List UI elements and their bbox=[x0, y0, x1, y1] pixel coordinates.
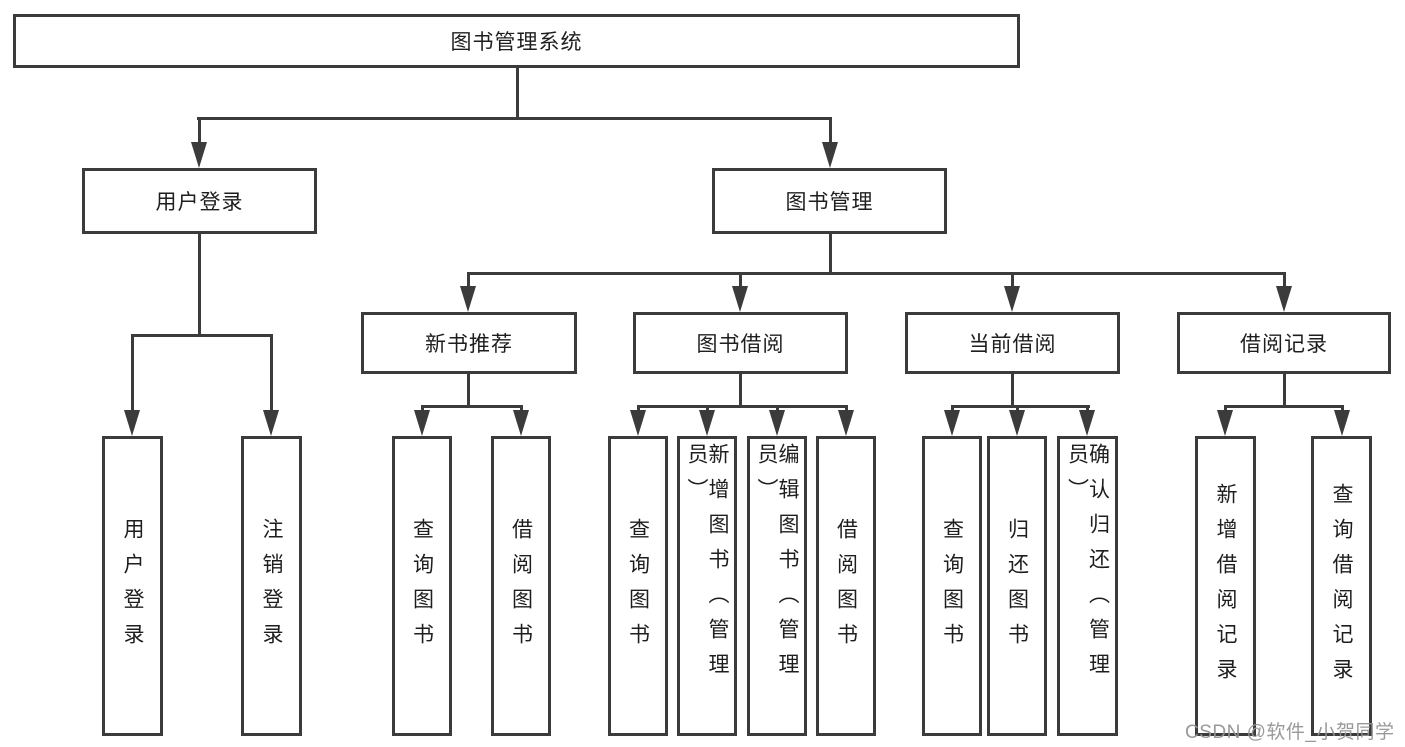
arrowhead-bb-leaf-2 bbox=[699, 410, 715, 436]
connector-drop-br-leaf-2 bbox=[1341, 405, 1344, 414]
connector-drop-book-borrowing bbox=[739, 272, 742, 288]
connector-current-borrowing-stem bbox=[1011, 374, 1014, 408]
node-root-label: 图书管理系统 bbox=[450, 31, 583, 54]
node-book-borrowing: 图书借阅 bbox=[633, 312, 848, 374]
node-new-book-recommend-label: 新书推荐 bbox=[425, 333, 513, 356]
leaf-user-login-label: 用户登录 bbox=[121, 518, 144, 658]
arrowhead-nb-leaf-2 bbox=[513, 410, 529, 436]
connector-drop-borrowing-records bbox=[1283, 272, 1286, 288]
leaf-cb-query-books-label: 查询图书 bbox=[940, 518, 964, 658]
leaf-bb-query-books: 查询图书 bbox=[608, 436, 668, 736]
arrowhead-nb-leaf-1 bbox=[414, 410, 430, 436]
leaf-bb-query-books-label: 查询图书 bbox=[626, 518, 650, 658]
connector-drop-book-management bbox=[829, 117, 832, 148]
leaf-nb-query-books-label: 查询图书 bbox=[410, 518, 434, 658]
connector-borrowing-records-stem bbox=[1283, 374, 1286, 408]
leaf-nb-query-books: 查询图书 bbox=[392, 436, 452, 736]
arrowhead-book-management bbox=[822, 142, 838, 168]
leaf-bb-add-books-admin: 新增图书（管理员） bbox=[677, 436, 737, 736]
node-book-management: 图书管理 bbox=[712, 168, 947, 234]
csdn-watermark: CSDN @软件_小贺同学 bbox=[1185, 722, 1395, 743]
arrowhead-cb-leaf-1 bbox=[944, 410, 960, 436]
leaf-br-query-record-label: 查询借阅记录 bbox=[1330, 483, 1353, 693]
leaf-bb-edit-books-admin-label: 编辑图书（管理员） bbox=[755, 443, 799, 688]
node-user-login-label: 用户登录 bbox=[155, 191, 244, 214]
leaf-cb-confirm-return-admin-label: 确认归还（管理员） bbox=[1065, 443, 1110, 688]
arrowhead-user-login bbox=[191, 142, 207, 168]
node-new-book-recommend: 新书推荐 bbox=[361, 312, 577, 374]
connector-drop-current-borrowing bbox=[1011, 272, 1014, 288]
arrowhead-br-leaf-2 bbox=[1334, 410, 1350, 436]
leaf-bb-edit-books-admin: 编辑图书（管理员） bbox=[747, 436, 807, 736]
arrowhead-cb-leaf-2 bbox=[1009, 410, 1025, 436]
node-root: 图书管理系统 bbox=[13, 14, 1020, 68]
connector-drop-user-login bbox=[198, 117, 201, 148]
leaf-br-add-record: 新增借阅记录 bbox=[1195, 436, 1256, 736]
leaf-br-query-record: 查询借阅记录 bbox=[1311, 436, 1372, 736]
node-borrowing-records: 借阅记录 bbox=[1177, 312, 1391, 374]
leaf-user-login: 用户登录 bbox=[102, 436, 163, 736]
connector-drop-bb-leaf-4 bbox=[845, 405, 848, 414]
connector-new-book-stem bbox=[467, 374, 470, 408]
connector-root-stem bbox=[516, 68, 519, 119]
connector-user-login-stem bbox=[198, 234, 201, 337]
arrowhead-current-borrowing bbox=[1004, 286, 1020, 312]
connector-current-borrowing-rail bbox=[951, 405, 1090, 408]
connector-drop-leaf-logout bbox=[270, 334, 273, 412]
connector-drop-nb-leaf-2 bbox=[520, 405, 523, 414]
arrowhead-new-book bbox=[460, 286, 476, 312]
leaf-br-add-record-label: 新增借阅记录 bbox=[1214, 483, 1237, 693]
connector-book-management-stem bbox=[829, 234, 832, 275]
node-borrowing-records-label: 借阅记录 bbox=[1240, 333, 1328, 356]
leaf-logout-label: 注销登录 bbox=[260, 518, 283, 658]
connector-drop-cb-leaf-2 bbox=[1016, 405, 1019, 414]
connector-drop-leaf-login bbox=[131, 334, 134, 412]
arrowhead-bb-leaf-4 bbox=[838, 410, 854, 436]
arrowhead-bb-leaf-3 bbox=[769, 410, 785, 436]
connector-new-book-rail bbox=[421, 405, 523, 408]
arrowhead-cb-leaf-3 bbox=[1079, 410, 1095, 436]
leaf-nb-borrow-books-label: 借阅图书 bbox=[509, 518, 533, 658]
leaf-cb-return-books-label: 归还图书 bbox=[1005, 518, 1029, 658]
connector-book-borrowing-rail bbox=[637, 405, 848, 408]
leaf-cb-return-books: 归还图书 bbox=[987, 436, 1047, 736]
connector-drop-cb-leaf-1 bbox=[951, 405, 954, 414]
leaf-cb-confirm-return-admin: 确认归还（管理员） bbox=[1057, 436, 1118, 736]
connector-drop-bb-leaf-2 bbox=[706, 405, 709, 414]
connector-root-rail bbox=[197, 117, 832, 120]
leaf-logout: 注销登录 bbox=[241, 436, 302, 736]
arrowhead-leaf-login bbox=[124, 410, 140, 436]
connector-drop-bb-leaf-1 bbox=[637, 405, 640, 414]
connector-book-management-rail bbox=[467, 272, 1285, 275]
node-book-management-label: 图书管理 bbox=[785, 191, 874, 214]
connector-drop-new-book bbox=[467, 272, 470, 288]
connector-drop-cb-leaf-3 bbox=[1086, 405, 1089, 414]
connector-drop-nb-leaf-1 bbox=[421, 405, 424, 414]
node-current-borrowing-label: 当前借阅 bbox=[968, 333, 1057, 356]
leaf-bb-borrow-books: 借阅图书 bbox=[816, 436, 876, 736]
connector-book-borrowing-stem bbox=[739, 374, 742, 408]
leaf-bb-add-books-admin-label: 新增图书（管理员） bbox=[685, 443, 729, 688]
arrowhead-leaf-logout bbox=[263, 410, 279, 436]
node-user-login: 用户登录 bbox=[82, 168, 317, 234]
arrowhead-borrowing-records bbox=[1276, 286, 1292, 312]
leaf-cb-query-books: 查询图书 bbox=[922, 436, 982, 736]
arrowhead-book-borrowing bbox=[732, 286, 748, 312]
arrowhead-br-leaf-1 bbox=[1217, 410, 1233, 436]
arrowhead-bb-leaf-1 bbox=[630, 410, 646, 436]
leaf-bb-borrow-books-label: 借阅图书 bbox=[834, 518, 858, 658]
leaf-nb-borrow-books: 借阅图书 bbox=[491, 436, 551, 736]
connector-borrowing-records-rail bbox=[1224, 405, 1344, 408]
connector-drop-br-leaf-1 bbox=[1224, 405, 1227, 414]
node-current-borrowing: 当前借阅 bbox=[905, 312, 1120, 374]
node-book-borrowing-label: 图书借阅 bbox=[696, 333, 785, 356]
connector-user-login-rail bbox=[131, 334, 273, 337]
connector-drop-bb-leaf-3 bbox=[776, 405, 779, 414]
